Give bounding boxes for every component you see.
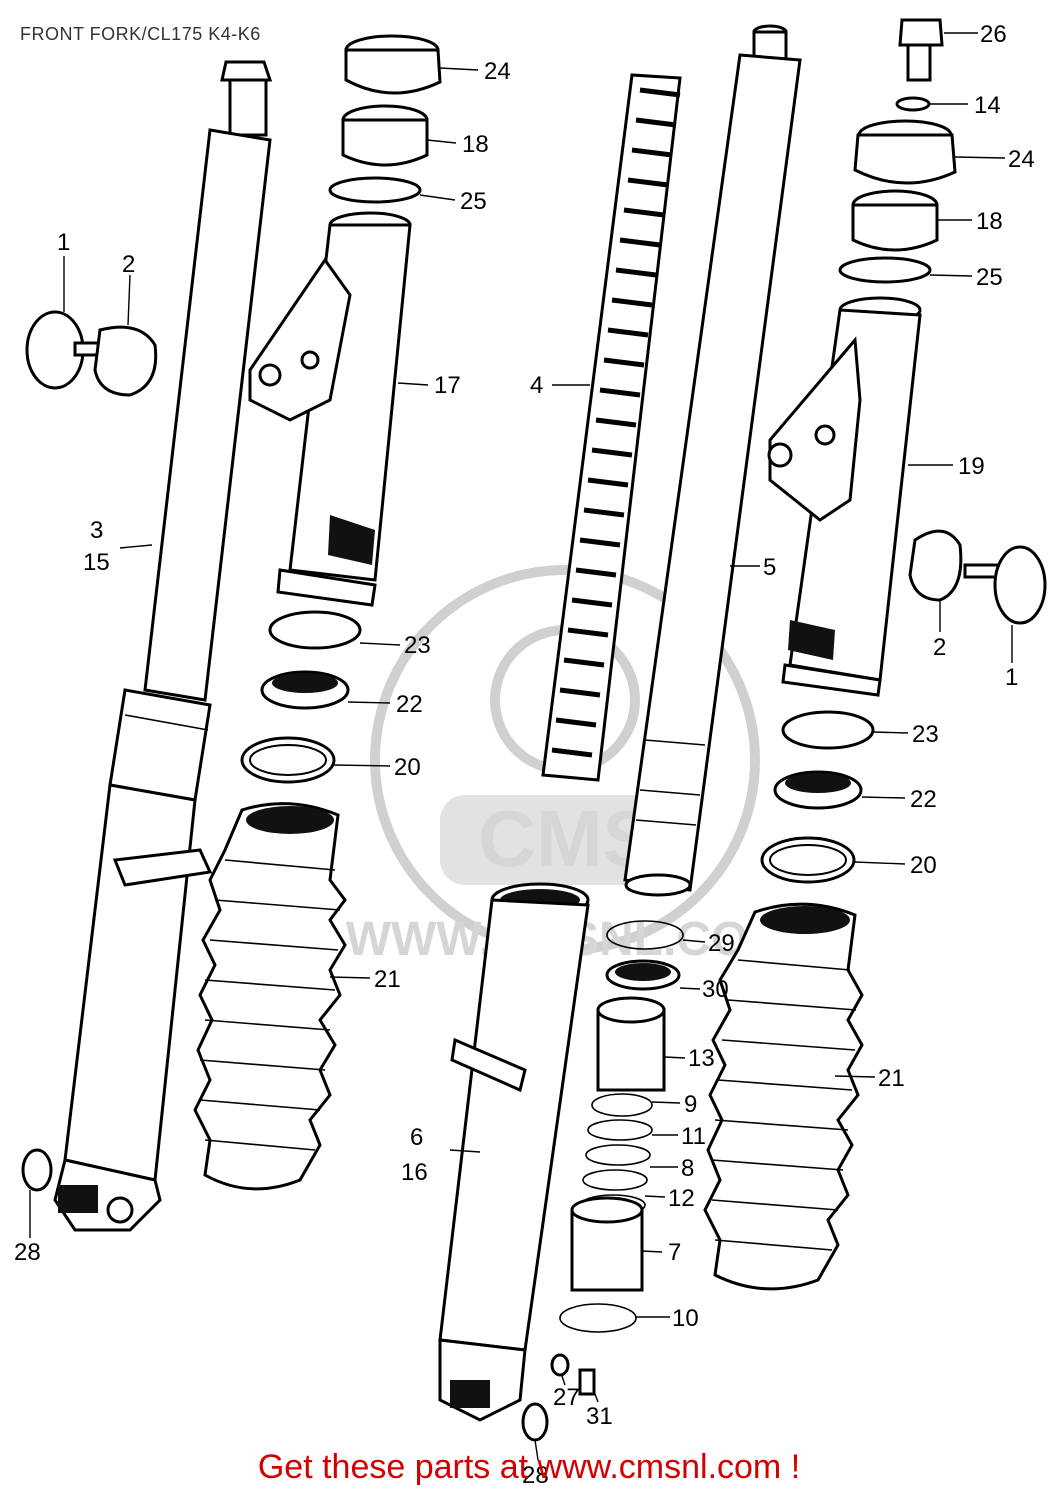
footer-promo-text: Get these parts at www.cmsnl.com ! [257, 1448, 801, 1486]
callout-1: 1 [1005, 664, 1018, 691]
fork-cap-knob-right [908, 529, 1047, 625]
callout-26: 26 [980, 21, 1007, 48]
callout-28: 28 [522, 1462, 549, 1489]
washer-28-left [21, 1148, 53, 1192]
callout-8: 8 [681, 1155, 694, 1182]
boot-right [703, 902, 864, 1291]
callout-24: 24 [484, 58, 511, 85]
fork-pipe-right [623, 24, 802, 897]
callout-13: 13 [688, 1045, 715, 1072]
callout-18: 18 [976, 208, 1003, 235]
boot-left [193, 802, 347, 1191]
callout-23: 23 [404, 632, 431, 659]
ring-25-right [838, 256, 932, 284]
cushion-right [851, 189, 939, 252]
callout-14: 14 [974, 92, 1001, 119]
callout-21: 21 [878, 1065, 905, 1092]
callout-9: 9 [684, 1091, 697, 1118]
callout-12: 12 [668, 1185, 695, 1212]
seals-left [240, 610, 362, 784]
callout-25: 25 [460, 188, 487, 215]
callout-3: 3 [90, 517, 103, 544]
callout-21: 21 [374, 966, 401, 993]
callout-19: 19 [958, 453, 985, 480]
callout-5: 5 [763, 554, 776, 581]
callout-23: 23 [912, 721, 939, 748]
callout-17: 17 [434, 372, 461, 399]
fork-bolt-right [895, 18, 944, 112]
callout-1: 1 [57, 229, 70, 256]
diagram-title: FRONT FORK/CL175 K4-K6 [20, 24, 261, 44]
callout-22: 22 [910, 786, 937, 813]
callout-22: 22 [396, 691, 423, 718]
callout-28: 28 [14, 1239, 41, 1266]
callout-4: 4 [530, 372, 543, 399]
callout-29: 29 [708, 930, 735, 957]
damper-parts [521, 920, 684, 1442]
callout-10: 10 [672, 1305, 699, 1332]
fork-cover-17 [248, 211, 412, 607]
callout-15: 15 [83, 549, 110, 576]
top-cover-left [344, 34, 442, 95]
callout-27: 27 [553, 1384, 580, 1411]
callout-31: 31 [586, 1403, 613, 1430]
callout-2: 2 [122, 251, 135, 278]
callout-6: 6 [410, 1124, 423, 1151]
callout-16: 16 [401, 1159, 428, 1186]
fork-cover-19 [767, 296, 922, 697]
callout-18: 18 [462, 131, 489, 158]
callout-30: 30 [702, 976, 729, 1003]
callout-11: 11 [681, 1123, 706, 1150]
top-cover-right [853, 119, 957, 185]
fork-cap-knob-left [25, 310, 158, 397]
callout-2: 2 [933, 634, 946, 661]
callout-24: 24 [1008, 146, 1035, 173]
callout-labels: 26 24 14 18 24 25 18 25 1 2 17 4 19 3 15… [14, 21, 1035, 1489]
ring-25-left [328, 176, 422, 204]
callout-20: 20 [394, 754, 421, 781]
bottom-case [438, 882, 590, 1422]
cushion-left [341, 104, 429, 167]
callout-7: 7 [668, 1239, 681, 1266]
callout-25: 25 [976, 264, 1003, 291]
seals-right [760, 710, 875, 884]
fork-pipe-left [53, 60, 273, 1232]
fork-spring [541, 73, 682, 782]
leader-lines [29, 32, 1013, 1461]
callout-20: 20 [910, 852, 937, 879]
